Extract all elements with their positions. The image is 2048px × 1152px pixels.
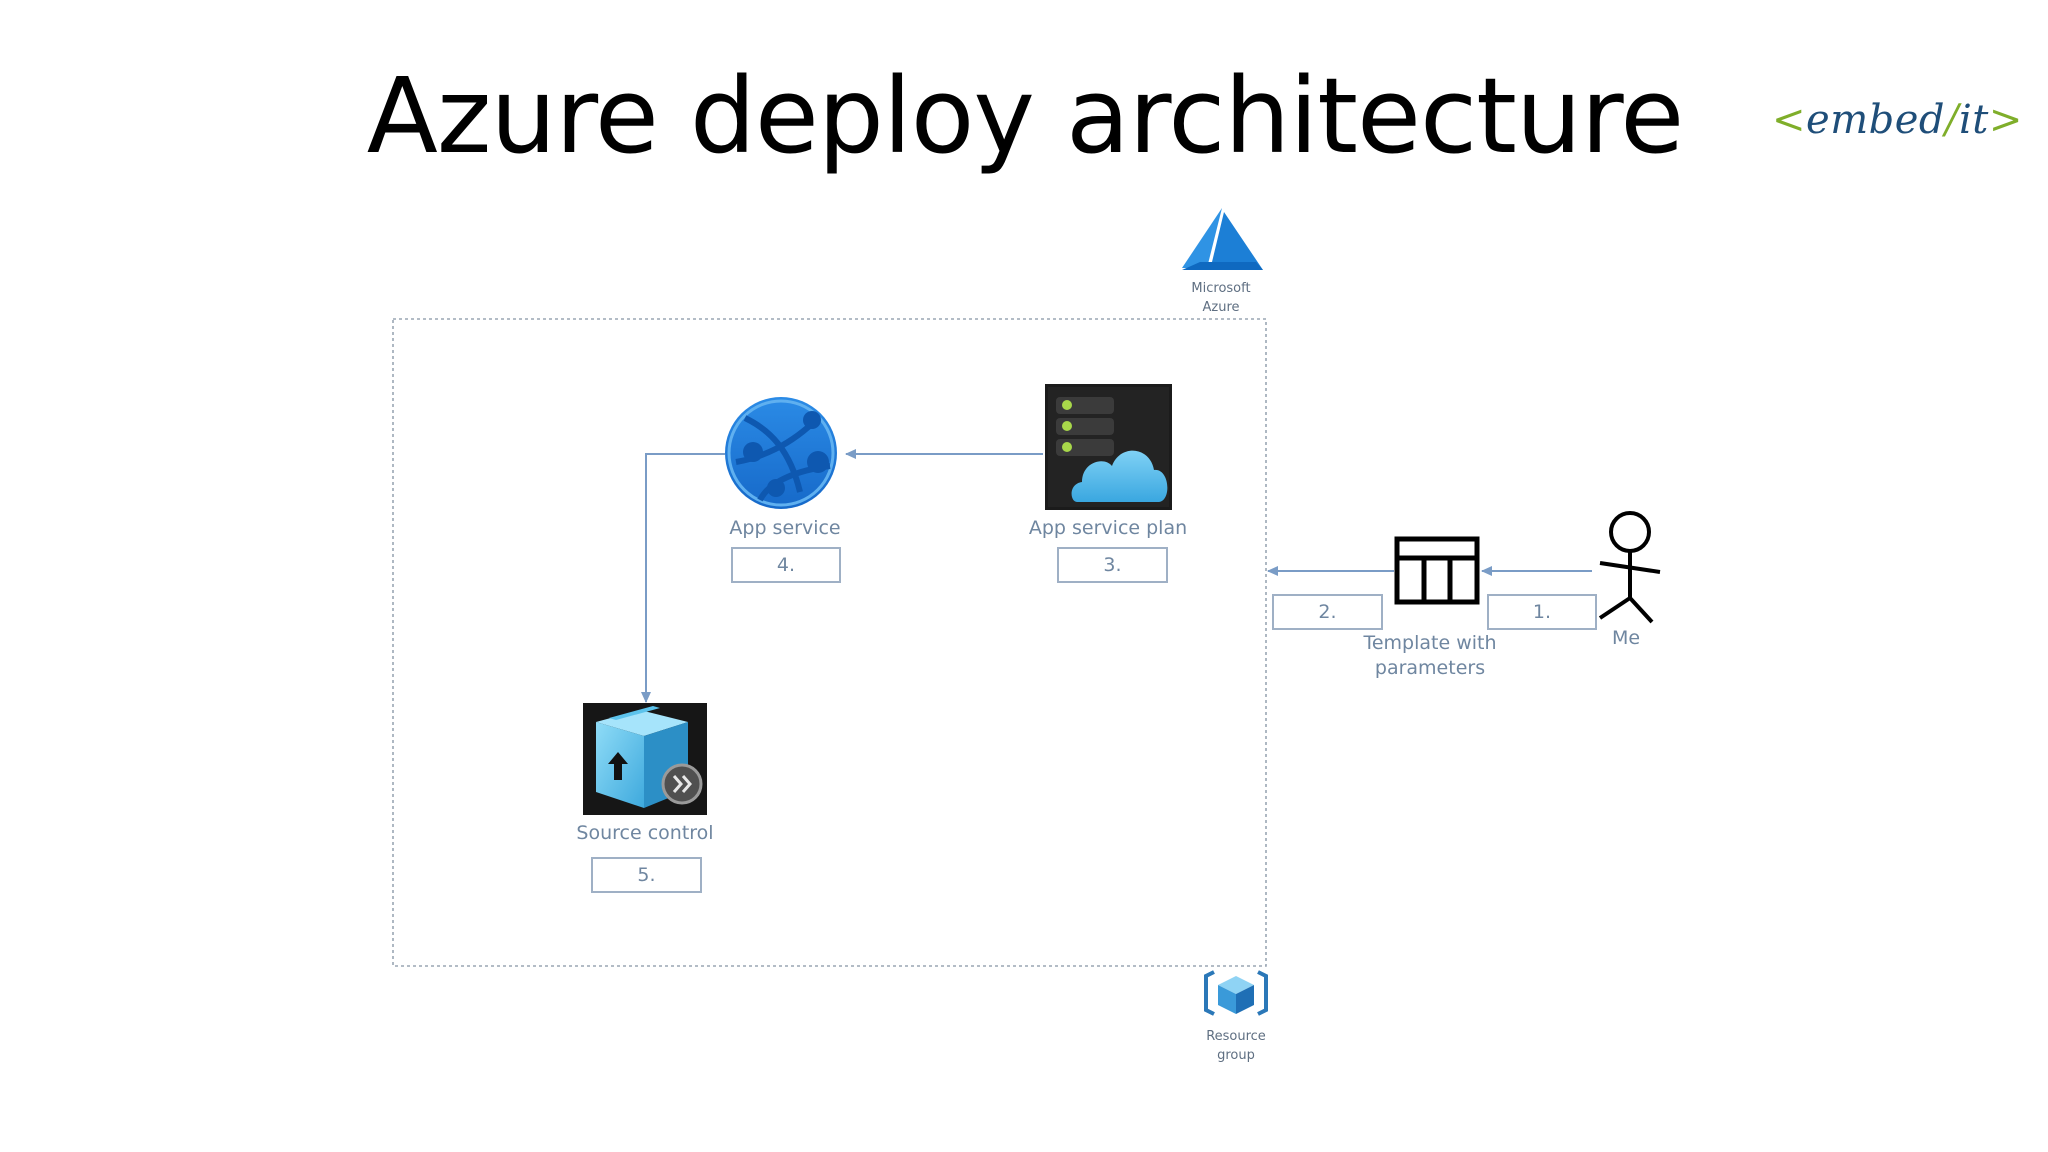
- app-service-step-box: 4.: [731, 547, 841, 583]
- resource-group-label-line2: group: [1217, 1048, 1255, 1063]
- app-service-label: App service: [729, 517, 841, 539]
- me-label: Me: [1611, 627, 1641, 649]
- source-control-step-box: 5.: [591, 857, 702, 893]
- table-template-icon: [1394, 536, 1480, 605]
- azure-logo-icon: [1182, 208, 1263, 270]
- resource-group-label-line1: Resource: [1206, 1029, 1266, 1044]
- arrow-app-to-source: [641, 453, 725, 703]
- logo-open-bracket: <: [1772, 97, 1807, 143]
- azure-label-line2: Azure: [1202, 300, 1240, 315]
- logo-slash: /: [1945, 97, 1959, 143]
- embedit-logo: <embed/it>: [1772, 90, 2034, 150]
- azure-label-line1: Microsoft: [1191, 281, 1251, 296]
- me-step-box: 1.: [1487, 594, 1597, 630]
- template-label-line1: Template with: [1363, 632, 1497, 654]
- slide-title: Azure deploy architecture: [366, 55, 1685, 177]
- source-control-label: Source control: [576, 822, 714, 844]
- stick-figure-icon: [1598, 511, 1661, 624]
- app-service-plan-step-box: 3.: [1057, 547, 1168, 583]
- app-service-plan-label: App service plan: [1028, 517, 1188, 539]
- resource-group-frame: [392, 318, 1267, 967]
- globe-network-icon: [725, 397, 837, 509]
- logo-close-bracket: >: [1988, 97, 2023, 143]
- server-cloud-icon: [1045, 384, 1172, 510]
- logo-word-it: it: [1958, 97, 1989, 143]
- logo-word-embed: embed: [1806, 97, 1945, 143]
- template-step-box: 2.: [1272, 594, 1383, 630]
- package-box-icon: [583, 703, 707, 815]
- connectors: [641, 449, 1592, 703]
- template-label-line2: parameters: [1374, 657, 1486, 679]
- resource-group-icon: [1204, 970, 1268, 1016]
